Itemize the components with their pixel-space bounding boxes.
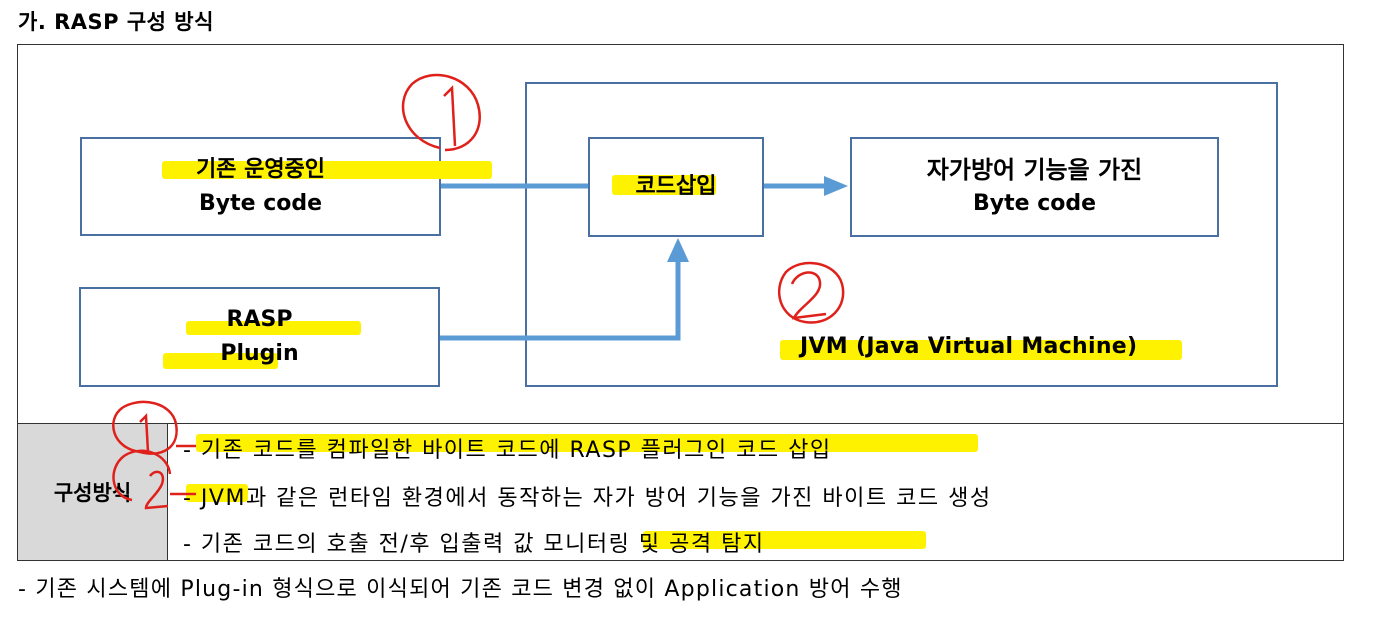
highlight-mark xyxy=(780,340,1182,360)
existing-bytecode-box: 기존 운영중인 Byte code xyxy=(80,137,492,236)
code-insert-box: 코드삽입 xyxy=(588,137,764,237)
highlight-mark xyxy=(196,434,978,452)
section-heading: 가. RASP 구성 방식 xyxy=(18,10,214,34)
table-row-1: - 기존 코드를 컴파일한 바이트 코드에 RASP 플러그인 코드 삽입 xyxy=(183,438,832,463)
table-label-cell: 구성방식 xyxy=(18,424,168,560)
highlight-mark xyxy=(186,321,361,335)
existing-bytecode-line1: 기존 운영중인 xyxy=(195,156,326,182)
highlight-mark xyxy=(186,484,248,502)
table-row-3: - 기존 코드의 호출 전/후 입출력 값 모니터링 및 공격 탐지 xyxy=(183,532,765,557)
highlight-mark xyxy=(162,161,492,179)
highlight-mark xyxy=(643,531,926,549)
existing-bytecode-line2: Byte code xyxy=(198,190,323,216)
rasp-plugin-line1: RASP xyxy=(226,307,293,332)
composition-table: 구성방식 - 기존 코드를 컴파일한 바이트 코드에 RASP 플러그인 코드 … xyxy=(17,423,1344,561)
table-row-2: - JVM과 같은 런타임 환경에서 동작하는 자가 방어 기능을 가진 바이트… xyxy=(183,486,992,511)
rasp-plugin-line2: Plugin xyxy=(220,341,299,366)
self-protect-bytecode-box: 자가방어 기능을 가진 Byte code xyxy=(850,137,1219,237)
highlight-mark xyxy=(612,175,716,195)
rasp-plugin-box: RASP Plugin xyxy=(79,287,440,387)
self-protect-line1: 자가방어 기능을 가진 xyxy=(926,156,1143,184)
self-protect-line2: Byte code xyxy=(972,191,1097,216)
jvm-label: JVM (Java Virtual Machine) xyxy=(800,334,1138,359)
table-label: 구성방식 xyxy=(53,481,132,505)
highlight-mark xyxy=(163,353,278,369)
code-insert-label: 코드삽입 xyxy=(635,174,717,199)
footnote: - 기존 시스템에 Plug-in 형식으로 이식되어 기존 코드 변경 없이 … xyxy=(18,577,903,602)
